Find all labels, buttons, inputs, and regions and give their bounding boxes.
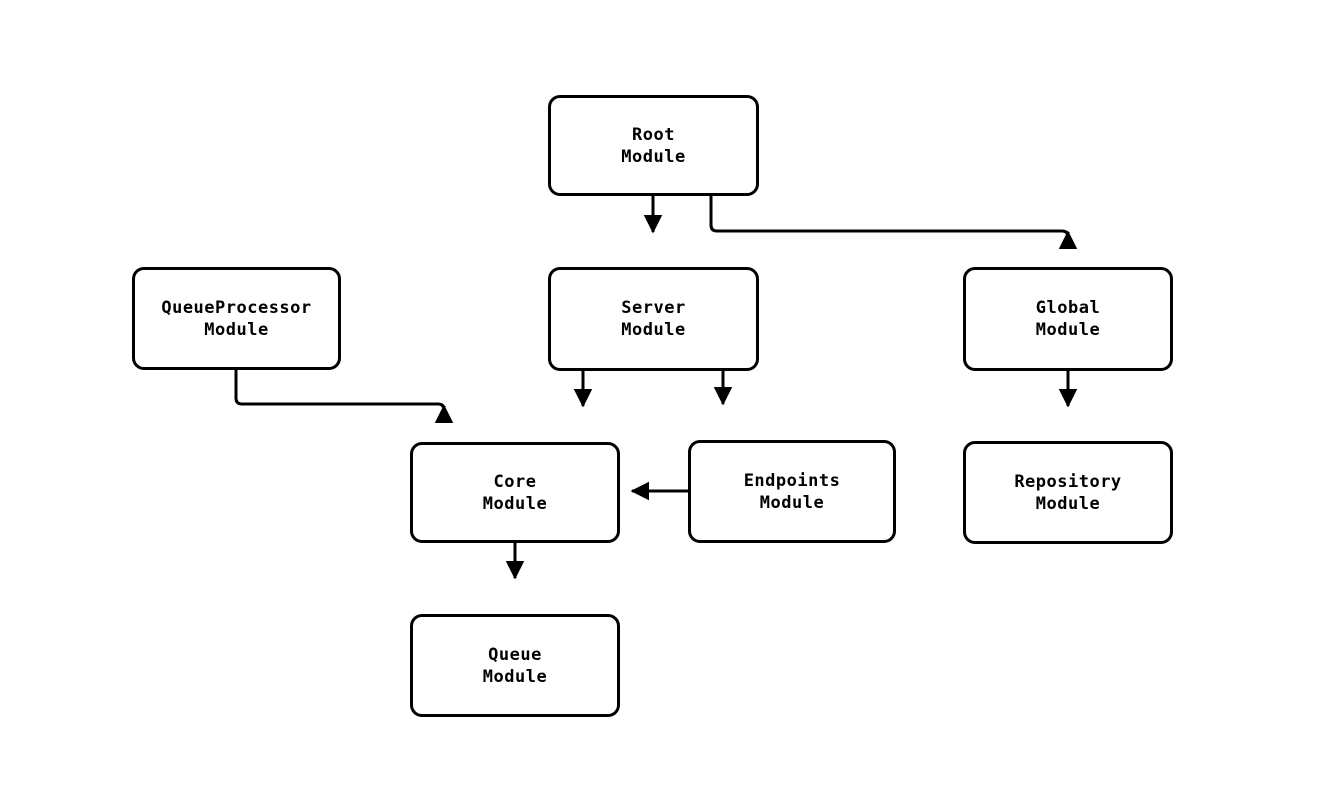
- node-repository-module-line1: Repository: [1014, 471, 1122, 492]
- node-core-module[interactable]: Core Module: [410, 442, 620, 543]
- node-root-module-line2: Module: [621, 146, 686, 167]
- edge-queueprocessor-to-core: [234, 370, 454, 424]
- node-endpoints-module[interactable]: Endpoints Module: [688, 440, 896, 543]
- node-root-module-line1: Root: [632, 124, 675, 145]
- node-endpoints-module-line2: Module: [759, 492, 825, 513]
- node-repository-module-line2: Module: [1035, 493, 1101, 514]
- node-global-module[interactable]: Global Module: [963, 267, 1173, 371]
- node-server-module[interactable]: Server Module: [548, 267, 759, 371]
- node-queue-module[interactable]: Queue Module: [410, 614, 620, 717]
- node-global-module-line2: Module: [1035, 320, 1101, 340]
- node-repository-module[interactable]: Repository Module: [963, 441, 1173, 544]
- node-queue-module-line1: Queue: [488, 644, 542, 665]
- node-core-module-line1: Core: [493, 471, 537, 492]
- node-queue-module-line2: Module: [482, 666, 548, 687]
- node-core-module-line2: Module: [482, 493, 548, 514]
- node-queueprocessor-module[interactable]: QueueProcessor Module: [132, 267, 341, 370]
- node-queueprocessor-module-line2: Module: [204, 319, 269, 340]
- edge-root-to-global: [709, 196, 1078, 250]
- node-queueprocessor-module-line1: QueueProcessor: [161, 297, 312, 318]
- node-root-module[interactable]: Root Module: [548, 95, 759, 196]
- node-endpoints-module-line1: Endpoints: [743, 470, 841, 491]
- node-global-module-line1: Global: [1035, 298, 1101, 318]
- node-server-module-line1: Server: [621, 298, 686, 318]
- node-server-module-line2: Module: [621, 320, 686, 340]
